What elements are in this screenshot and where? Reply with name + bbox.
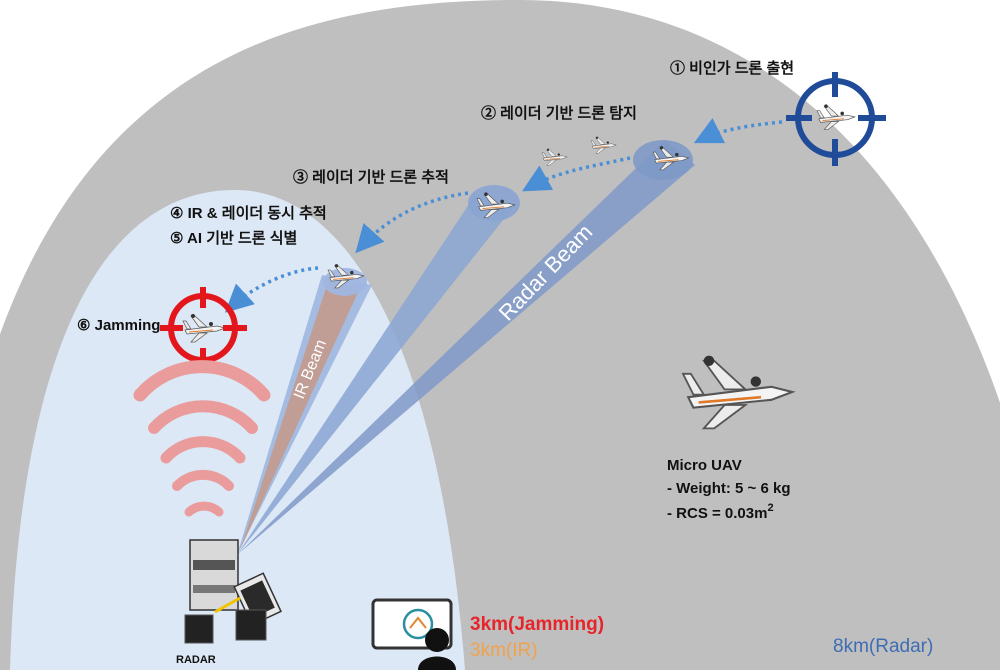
uav-spec-rcs: - RCS = 0.03m2: [667, 502, 774, 522]
range-jamming-label: 3km(Jamming): [470, 614, 604, 635]
radar-icon: [184, 539, 282, 644]
step-2-label: ② 레이더 기반 드론 탐지: [481, 104, 637, 122]
uav-spec-weight: - Weight: 5 ~ 6 kg: [667, 480, 791, 497]
range-radar-label: 8km(Radar): [833, 636, 933, 657]
jamming-wave-icon: [133, 360, 271, 517]
range-ir-label: 3km(IR): [470, 640, 538, 661]
operator-icon: [371, 598, 456, 670]
step-3-label: ③ 레이더 기반 드론 추적: [293, 168, 449, 186]
step-5-label: ⑤ AI 기반 드론 식별: [170, 229, 297, 247]
uav-spec-title: Micro UAV: [667, 457, 742, 474]
radar-beam-near: [237, 275, 372, 555]
step-6-label: ⑥ Jamming: [77, 317, 160, 334]
step-1-label: ① 비인가 드론 출현: [670, 59, 794, 77]
radar-caption: RADAR: [176, 654, 216, 666]
crosshair-icon: [786, 72, 886, 166]
drone-path-arrows: [224, 118, 783, 313]
step-4-label: ④ IR & 레이더 동시 추적: [170, 204, 327, 222]
